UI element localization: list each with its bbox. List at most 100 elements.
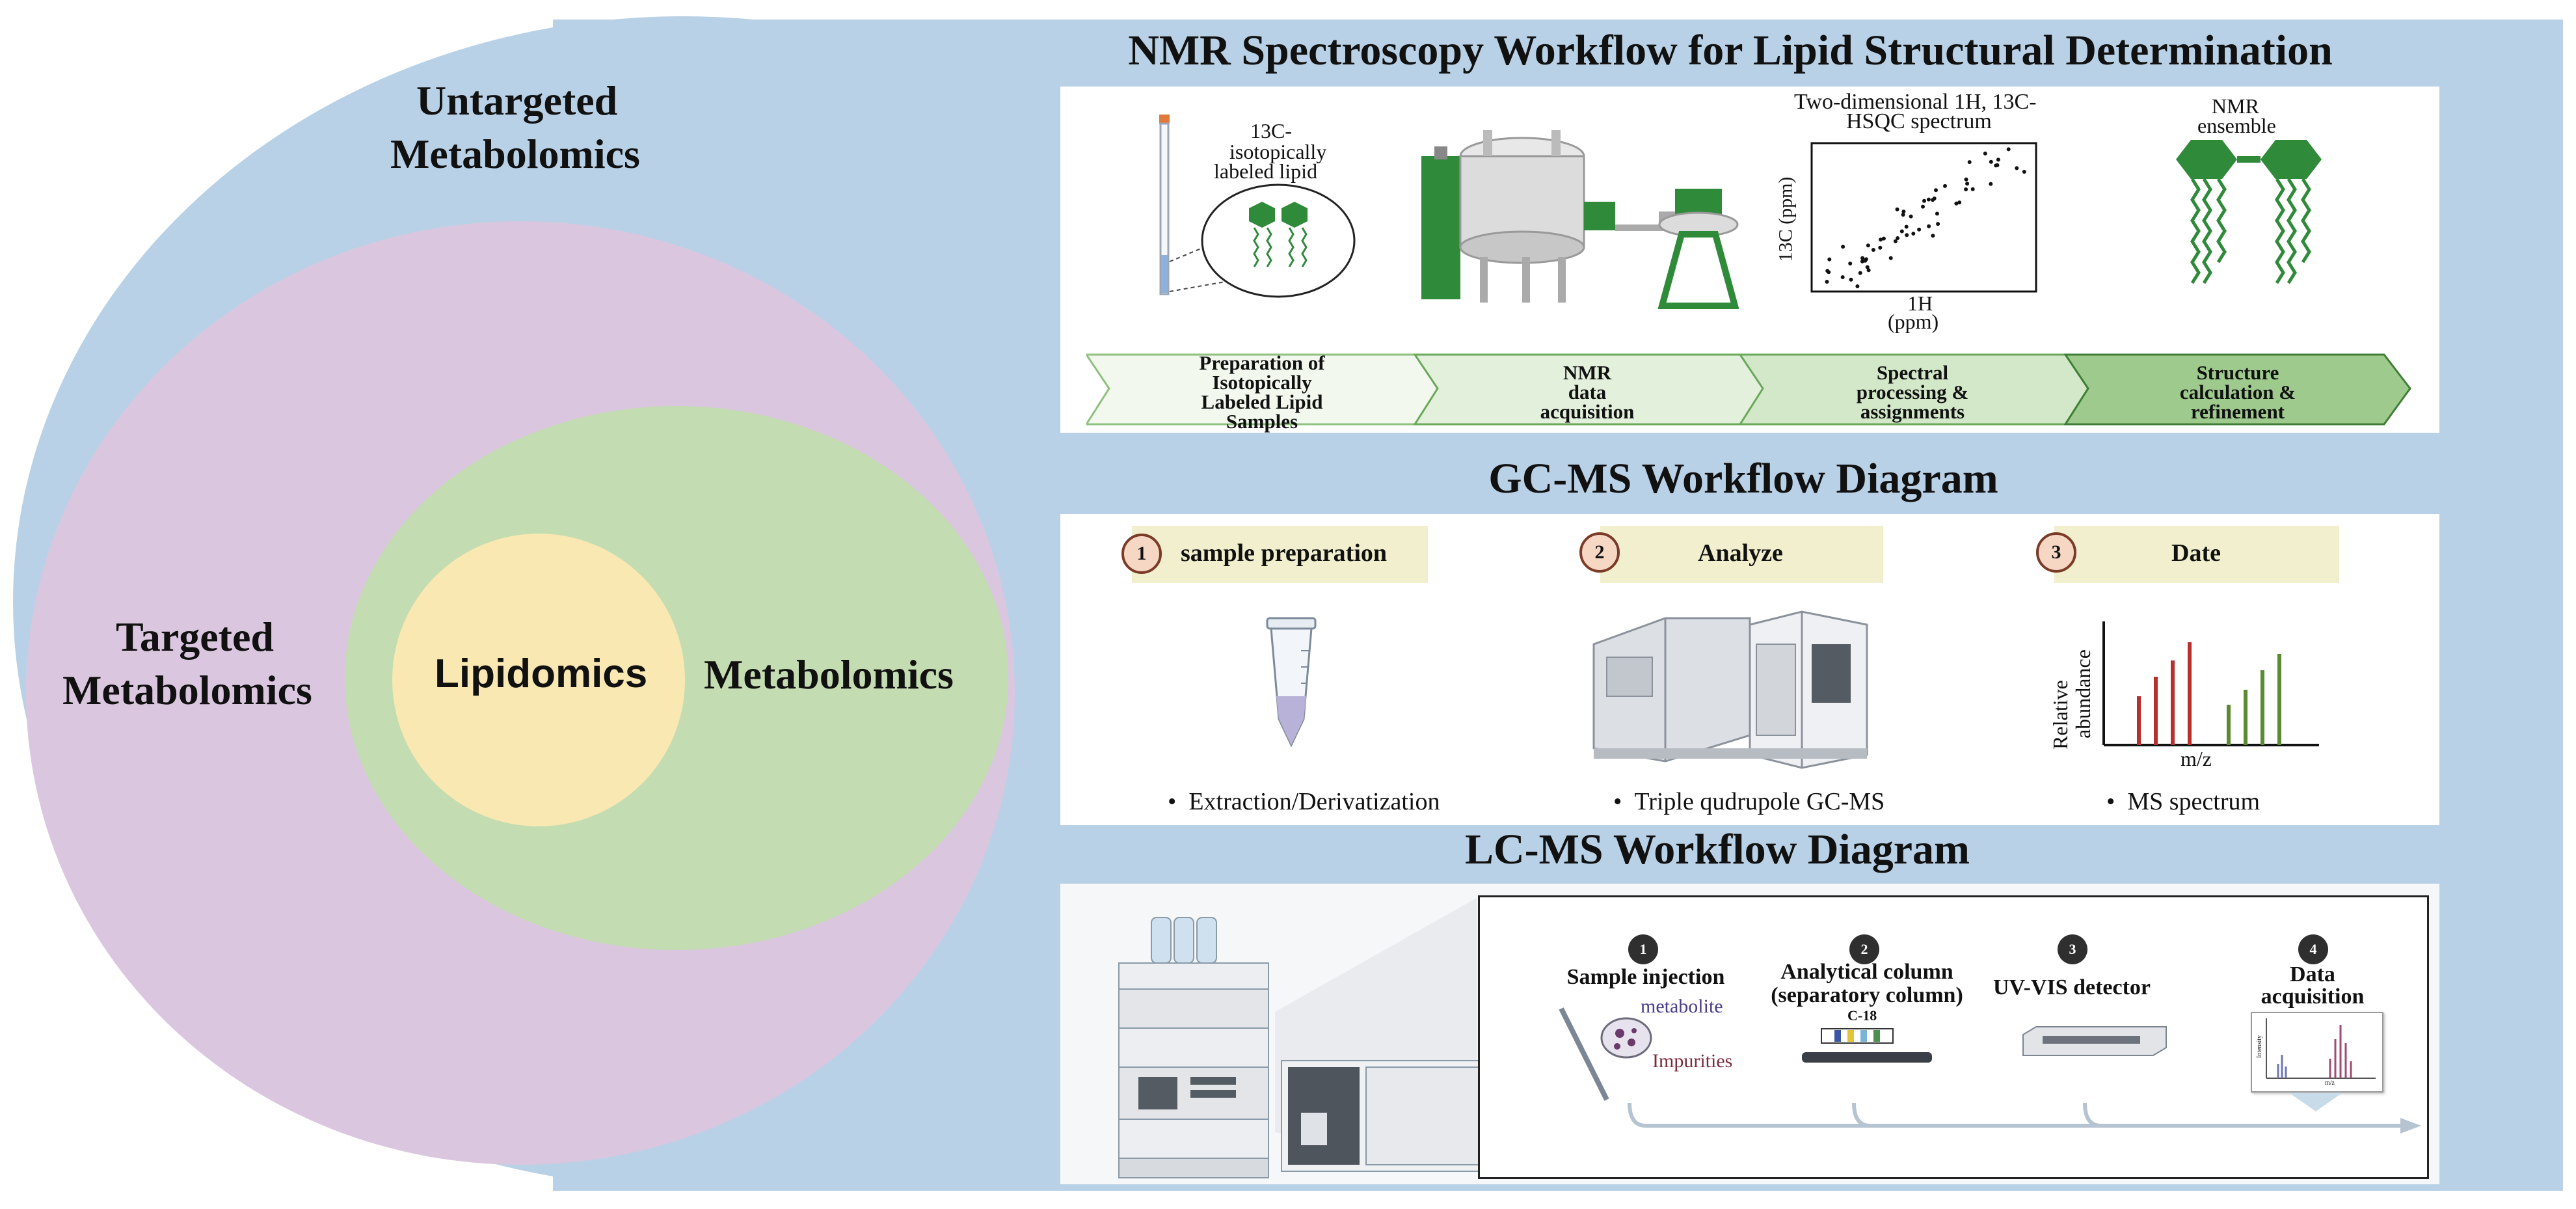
gcms-step-3-number: 3	[2036, 532, 2076, 573]
nmr-step-3: Spectral processing & assignments	[1795, 361, 2030, 423]
hsqc-peak	[1871, 248, 1875, 252]
lcms-detector-illustration	[2022, 1026, 2167, 1056]
hsqc-peak	[1893, 239, 1898, 243]
venn-diagram	[13, 16, 1106, 1188]
gcms-bullet-3: • MS spectrum	[2106, 787, 2260, 816]
hsqc-peak	[1863, 258, 1868, 263]
lcms-data-chart-y: Intensity	[2256, 1035, 2263, 1058]
lcms-instrument-illustration	[1118, 898, 1490, 1178]
hsqc-peak	[1860, 256, 1865, 260]
hsqc-peak	[1935, 211, 1939, 216]
nmr-step-2: NMR data acquisition	[1470, 361, 1704, 422]
nmr-step-4-line-1: Structure	[2196, 361, 2279, 384]
hsqc-peak	[2015, 166, 2019, 170]
lcms-data-chart-pointer	[2290, 1093, 2342, 1111]
hsqc-peak	[1927, 224, 1931, 228]
nmr-step-2-line-1: NMR	[1563, 361, 1612, 384]
hsqc-peak	[1865, 265, 1870, 269]
lcms-step-3-label: UV-VIS detector	[1992, 975, 2151, 999]
hsqc-peak	[1858, 271, 1862, 275]
nmr-ensemble-label-1: NMR	[2212, 94, 2259, 118]
hsqc-peak	[1957, 200, 1962, 205]
nmr-step-1-line-4: Samples	[1226, 410, 1298, 433]
hsqc-peak	[1825, 280, 1829, 284]
hsqc-peak	[1917, 227, 1922, 232]
nmr-step-3-line-1: Spectral	[1876, 361, 1949, 384]
gcms-tube-illustration	[1266, 617, 1317, 748]
nmr-step-4: Structure calculation & refinement	[2121, 361, 2355, 423]
hsqc-peak	[1921, 204, 1925, 209]
hsqc-peak	[1901, 210, 1906, 214]
nmr-ensemble-illustration	[2176, 140, 2322, 284]
nmr-step-4-line-2: calculation &	[2179, 381, 2296, 403]
nmr-step-3-line-3: assignments	[1860, 400, 1965, 423]
gcms-ms-spectrum	[2102, 621, 2319, 746]
gcms-step-1-number: 1	[1121, 534, 1162, 574]
hsqc-peak	[1901, 213, 1905, 217]
gcms-step-3-label: Date	[2171, 539, 2221, 567]
gcms-spectrum-x: m/z	[2180, 747, 2212, 770]
lcms-data-chart: Intensity m/z	[2251, 1012, 2383, 1093]
gcms-spectrum-y-1: Relative	[2048, 680, 2072, 750]
hsqc-peak	[1964, 177, 1968, 182]
nmr-step-1: Preparation of Isotopically Labeled Lipi…	[1145, 353, 1379, 431]
hsqc-peak	[1825, 269, 1830, 273]
venn-outer-label-2: Metabolomics	[390, 131, 640, 177]
gcms-step-2-header	[1600, 526, 1883, 583]
hsqc-peak	[1895, 207, 1899, 211]
venn-middle-label-2: Metabolomics	[62, 667, 312, 713]
lcms-injection-illustration	[1559, 1007, 1652, 1101]
lcms-step-2-number: 2	[1849, 934, 1879, 964]
nmr-spectrum-title-2: HSQC spectrum	[1846, 109, 1992, 133]
nmr-sample-illustration	[1159, 115, 1356, 298]
nmr-spectrum-title-1: Two-dimensional 1H, 13C-	[1794, 90, 2037, 114]
gcms-bullet-2-text: Triple qudrupole GC-MS	[1634, 788, 1885, 815]
gcms-bullet-1-text: Extraction/Derivatization	[1188, 788, 1440, 815]
hsqc-peak	[1936, 222, 1940, 226]
hsqc-peak	[2006, 147, 2011, 152]
gcms-step-1-label: sample preparation	[1181, 539, 1388, 567]
gcms-step-2-number: 2	[1579, 532, 1620, 573]
nmr-step-arrows	[1086, 353, 2411, 426]
hsqc-peak	[1995, 163, 2000, 167]
hsqc-peak	[1965, 182, 1970, 186]
nmr-sample-label-1: 13C-	[1250, 119, 1292, 143]
hsqc-peak	[1996, 157, 2000, 162]
hsqc-peak	[1888, 256, 1893, 260]
nmr-step-3-line-2: processing &	[1856, 381, 1969, 403]
gcms-instrument-illustration	[1592, 610, 1868, 769]
gcms-bullet-1: • Extraction/Derivatization	[1168, 787, 1440, 816]
nmr-step-1-line-1: Preparation of	[1199, 351, 1325, 374]
gcms-step-3-header	[2054, 526, 2339, 583]
hsqc-peak	[1896, 236, 1900, 240]
gcms-bullet-2: • Triple qudrupole GC-MS	[1613, 787, 1885, 816]
nmr-spectrum-y-axis: 13C (ppm)	[1775, 176, 1797, 262]
nmr-hsqc-spectrum	[1810, 142, 2037, 293]
hsqc-peak	[1909, 214, 1913, 219]
gcms-bullet-3-text: MS spectrum	[2127, 788, 2261, 815]
hsqc-peak	[1849, 277, 1853, 282]
lcms-step-3-number: 3	[2058, 934, 2087, 964]
venn-outer-label-1: Untargeted	[416, 77, 618, 124]
hsqc-peak	[1931, 234, 1935, 238]
hsqc-peak	[1922, 198, 1926, 203]
hsqc-peak	[1970, 187, 1975, 191]
gcms-spectrum-y-2: abundance	[2071, 649, 2095, 739]
lcms-timeline-arrow	[1628, 1102, 2421, 1134]
lcms-step-4-number: 4	[2298, 934, 2328, 964]
hsqc-peak	[1899, 229, 1904, 234]
nmr-spectrum-x-axis-2: (ppm)	[1888, 310, 1939, 333]
hsqc-peak	[1954, 201, 1959, 206]
hsqc-peak	[1841, 245, 1845, 249]
hsqc-peak	[1989, 182, 1993, 186]
gcms-step-1-header	[1132, 526, 1428, 583]
lcms-step-4-label-2: acquisition	[2261, 985, 2365, 1009]
nmr-step-4-line-3: refinement	[2190, 400, 2285, 423]
nmr-ensemble-label-2: ensemble	[2197, 114, 2276, 137]
bullet-glyph: •	[1613, 788, 1622, 815]
lcms-data-chart-peaks	[2266, 1018, 2376, 1079]
gcms-step-2-label: Analyze	[1698, 539, 1783, 567]
lcms-step-2-label-2: (separatory column)	[1771, 983, 1963, 1007]
hsqc-peak	[1855, 284, 1860, 288]
